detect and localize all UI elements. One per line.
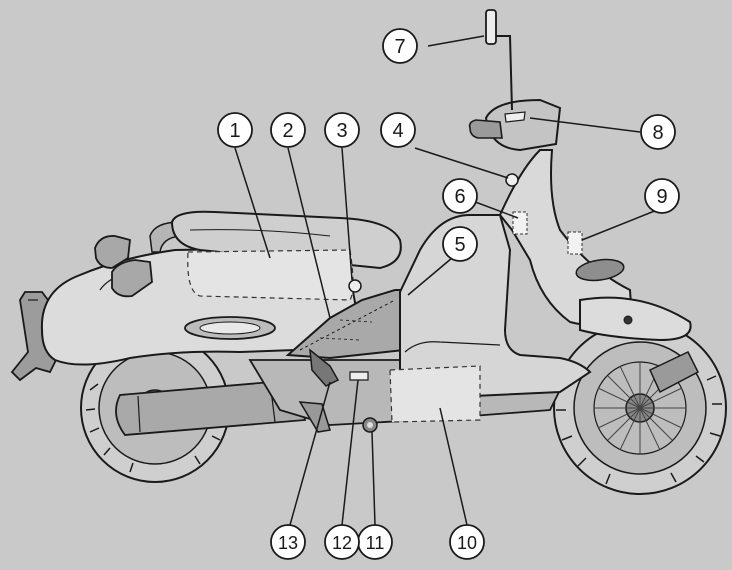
callout-2-side-panel-storage: 2 <box>270 112 306 148</box>
ignition-switch-shape <box>505 173 519 187</box>
battery-compartment-outline <box>389 365 481 423</box>
callout-number: 8 <box>652 122 663 144</box>
leg-shield <box>399 214 592 400</box>
callout-number: 9 <box>656 186 667 208</box>
front-vent <box>575 258 625 282</box>
callout-1-under-seat-compartment: 1 <box>217 112 253 148</box>
callout-circle <box>324 112 360 148</box>
under-seat-compartment-outline <box>187 249 354 301</box>
callout-circle <box>442 178 478 214</box>
callout-number: 12 <box>332 533 352 553</box>
callout-number: 1 <box>229 120 240 142</box>
callout-13-tool-kit: 13 <box>270 524 306 560</box>
callout-3-seat-lock: 3 <box>324 112 360 148</box>
callout-circle <box>640 114 676 150</box>
front-fender <box>579 296 692 342</box>
horn-shape <box>567 231 583 255</box>
callout-circle <box>217 112 253 148</box>
callout-circle <box>442 226 478 262</box>
front-wheel <box>553 321 727 495</box>
callout-10-battery-compartment: 10 <box>449 524 485 560</box>
callout-number: 2 <box>282 120 293 142</box>
callout-number: 10 <box>457 533 477 553</box>
callout-9-horn: 9 <box>644 178 680 214</box>
seat-lock-shape <box>348 279 362 293</box>
callout-number: 13 <box>278 533 298 553</box>
exhaust <box>115 379 307 436</box>
callout-circle <box>382 28 418 64</box>
callout-11-fuel-filler: 11 <box>357 524 393 560</box>
callout-circle <box>380 112 416 148</box>
callout-number: 5 <box>454 234 465 256</box>
callout-5-front-storage: 5 <box>442 226 478 262</box>
tool-kit-shape <box>309 348 340 387</box>
callout-circle <box>324 524 360 560</box>
callout-circle <box>644 178 680 214</box>
handlebar <box>468 98 562 152</box>
callout-circle <box>270 524 306 560</box>
callout-number: 6 <box>454 186 465 208</box>
callout-7-rear-view-mirror: 7 <box>382 28 418 64</box>
callout-8-speedometer: 8 <box>640 114 676 150</box>
callout-circle <box>270 112 306 148</box>
leader-lines <box>234 35 663 526</box>
frame-label-shape <box>512 211 528 235</box>
callout-number: 7 <box>394 36 405 58</box>
callout-4-ignition-switch: 4 <box>380 112 416 148</box>
callout-number: 11 <box>366 533 385 553</box>
callout-circle <box>449 524 485 560</box>
callout-number: 4 <box>392 120 403 142</box>
callout-number: 3 <box>336 120 347 142</box>
fuse-box-shape <box>349 371 369 381</box>
callout-12-fuse-box: 12 <box>324 524 360 560</box>
callout-6-frame-number-label: 6 <box>442 178 478 214</box>
mirror <box>485 9 513 111</box>
